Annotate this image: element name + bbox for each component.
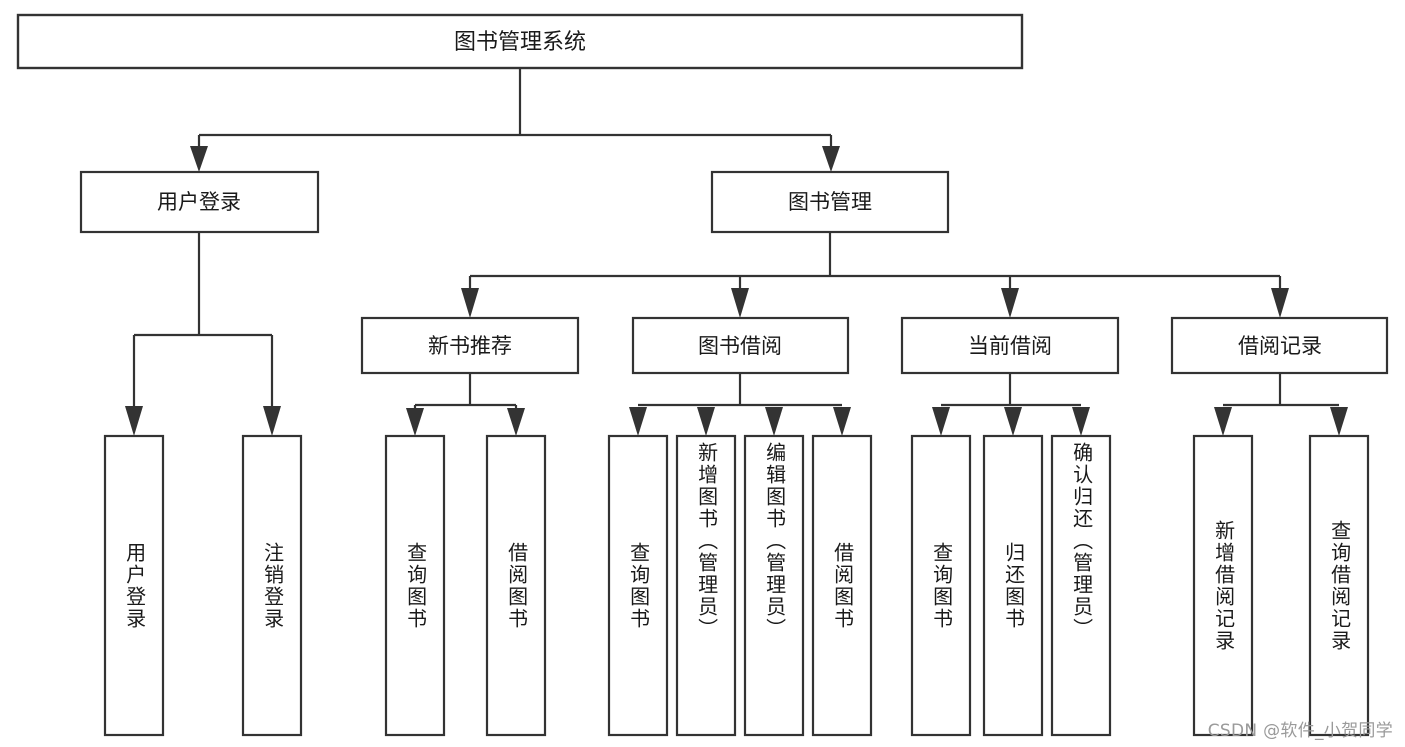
connector-group-book-manage xyxy=(461,232,1289,318)
leaf-add-book-box[interactable] xyxy=(675,434,737,737)
leaf-borrow-book-rec-box[interactable] xyxy=(485,434,547,737)
arrow-head-leaf-query-book-borrow xyxy=(629,407,647,436)
arrow-head-leaf-query-book-rec xyxy=(406,408,424,436)
node-root-label: 图书管理系统 xyxy=(454,30,586,55)
arrow-head-leaf-user-login xyxy=(125,406,143,436)
node-book-manage-box[interactable] xyxy=(710,170,950,234)
node-borrow-record-box[interactable] xyxy=(1170,316,1389,375)
connector-group-current-borrow xyxy=(932,373,1090,436)
leaf-add-record-box[interactable] xyxy=(1192,434,1254,737)
node-root[interactable]: 图书管理系统 xyxy=(16,13,1024,70)
arrow-head-book-manage xyxy=(822,146,840,172)
node-user-login-box[interactable] xyxy=(79,170,320,234)
leaf-boxes xyxy=(103,434,1370,737)
node-new-book-rec-label: 新书推荐 xyxy=(428,334,512,358)
leaf-user-logout-box[interactable] xyxy=(241,434,303,737)
arrow-head-leaf-edit-book xyxy=(765,407,783,436)
node-root-box[interactable] xyxy=(16,13,1024,70)
leaf-edit-book-box[interactable] xyxy=(743,434,805,737)
arrow-head-leaf-user-logout xyxy=(263,406,281,436)
node-book-borrow[interactable]: 图书借阅 xyxy=(631,316,850,375)
arrow-head-leaf-return-book xyxy=(1004,407,1022,436)
arrow-head-leaf-borrow-book xyxy=(833,407,851,436)
leaf-query-book-rec-box[interactable] xyxy=(384,434,446,737)
arrow-head-leaf-query-book-cur xyxy=(932,407,950,436)
node-current-borrow-box[interactable] xyxy=(900,316,1120,375)
node-borrow-record-label: 借阅记录 xyxy=(1238,334,1322,358)
arrow-head-current-borrow xyxy=(1001,288,1019,318)
leaf-query-book-borrow-box[interactable] xyxy=(607,434,669,737)
leaf-borrow-book-box[interactable] xyxy=(811,434,873,737)
node-book-borrow-label: 图书借阅 xyxy=(698,334,782,358)
node-user-login[interactable]: 用户登录 xyxy=(79,170,320,234)
leaf-user-login-box[interactable] xyxy=(103,434,165,737)
node-book-manage-label: 图书管理 xyxy=(788,190,872,214)
connector-group-user-login xyxy=(125,232,281,436)
arrow-head-borrow-record xyxy=(1271,288,1289,318)
node-borrow-record[interactable]: 借阅记录 xyxy=(1170,316,1389,375)
connector-group-book-borrow xyxy=(629,373,851,436)
node-current-borrow[interactable]: 当前借阅 xyxy=(900,316,1120,375)
node-current-borrow-label: 当前借阅 xyxy=(968,334,1052,358)
leaf-confirm-return-box[interactable] xyxy=(1050,434,1112,737)
node-new-book-rec-box[interactable] xyxy=(360,316,580,375)
node-new-book-rec[interactable]: 新书推荐 xyxy=(360,316,580,375)
leaf-query-record-box[interactable] xyxy=(1308,434,1370,737)
node-user-login-label: 用户登录 xyxy=(157,190,241,214)
node-book-manage[interactable]: 图书管理 xyxy=(710,170,950,234)
leaf-query-book-cur-box[interactable] xyxy=(910,434,972,737)
connector-group-root xyxy=(190,68,840,172)
arrow-head-leaf-query-record xyxy=(1330,407,1348,436)
leaf-return-book-box[interactable] xyxy=(982,434,1044,737)
arrow-head-leaf-add-book xyxy=(697,407,715,436)
arrow-head-book-borrow xyxy=(731,288,749,318)
arrow-head-leaf-borrow-book-rec xyxy=(507,408,525,436)
arrow-head-leaf-add-record xyxy=(1214,407,1232,436)
connector-group-borrow-record xyxy=(1214,373,1348,436)
connector-group-new-book-rec xyxy=(406,373,525,436)
arrow-head-user-login xyxy=(190,146,208,172)
node-book-borrow-box[interactable] xyxy=(631,316,850,375)
arrow-head-leaf-confirm-return xyxy=(1072,407,1090,436)
arrow-head-new-book-rec xyxy=(461,288,479,318)
